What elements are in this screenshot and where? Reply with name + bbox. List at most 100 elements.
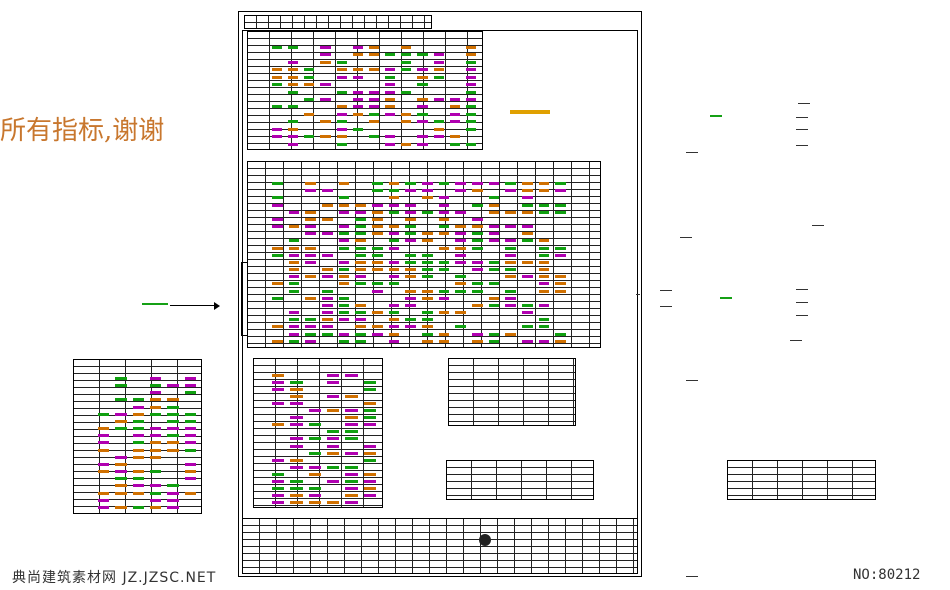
table-cell-mark — [352, 105, 363, 109]
table-5 — [446, 460, 594, 500]
table-cell-mark — [472, 339, 483, 343]
table-cell-mark — [304, 83, 315, 87]
table-cell-mark — [290, 388, 303, 392]
table-cell-mark — [150, 412, 162, 416]
table-cell-mark — [538, 275, 550, 279]
table-cell-mark — [184, 491, 196, 495]
table-cell-mark — [290, 416, 303, 420]
table-cell-mark — [438, 232, 450, 236]
table-cell-mark — [272, 374, 285, 377]
table-cell-mark — [352, 75, 363, 79]
title-block — [242, 518, 638, 574]
table-cell-mark — [417, 112, 428, 116]
right-stub — [790, 340, 802, 341]
table-cell-mark — [98, 412, 110, 416]
table-cell-mark — [388, 225, 400, 229]
table-cell-mark — [305, 325, 316, 329]
table-cell-mark — [488, 303, 500, 307]
table-cell-mark — [150, 434, 162, 438]
table-cell-mark — [422, 332, 433, 336]
table-cell-mark — [352, 127, 363, 131]
table-cell-mark — [372, 311, 383, 315]
table-cell-mark — [417, 105, 428, 109]
table-cell-mark — [322, 189, 333, 193]
table-cell-mark — [465, 105, 476, 109]
table-cell-mark — [327, 444, 340, 448]
table-cell-mark — [322, 318, 333, 322]
table-cell-mark — [401, 53, 412, 57]
table-cell-mark — [288, 142, 299, 146]
table-cell-mark — [438, 210, 450, 214]
table-cell-mark — [272, 127, 283, 131]
table-cell-mark — [422, 232, 433, 236]
table-cell-mark — [465, 120, 476, 124]
table-cell-mark — [422, 253, 433, 257]
table-cell-mark — [455, 189, 466, 193]
table-cell-mark — [522, 189, 533, 193]
table-cell-mark — [488, 339, 500, 343]
table-cell-mark — [167, 505, 179, 509]
table-cell-mark — [505, 225, 516, 229]
table-cell-mark — [355, 239, 366, 243]
table-cell-mark — [290, 479, 303, 483]
table-cell-mark — [522, 239, 533, 243]
table-cell-mark — [401, 120, 412, 124]
table-cell-mark — [355, 210, 366, 214]
table-cell-mark — [132, 398, 144, 402]
table-cell-mark — [472, 289, 483, 293]
table-cell-mark — [385, 135, 396, 139]
table-cell-mark — [363, 458, 376, 462]
table-cell-mark — [488, 268, 500, 272]
table-cell-mark — [355, 282, 366, 286]
table-cell-mark — [184, 470, 196, 474]
table-cell-mark — [422, 296, 433, 300]
table-cell-mark — [422, 289, 433, 293]
table-cell-mark — [305, 296, 316, 300]
table-cell-mark — [555, 253, 566, 257]
table-cell-mark — [455, 182, 466, 185]
table-cell-mark — [115, 477, 127, 481]
table-cell-mark — [538, 203, 550, 207]
table-cell-mark — [472, 282, 483, 286]
table-cell-mark — [320, 120, 331, 124]
table-cell-mark — [305, 332, 316, 336]
table-cell-mark — [505, 296, 516, 300]
table-cell-mark — [472, 303, 483, 307]
table-cell-mark — [488, 232, 500, 236]
table-cell-mark — [132, 477, 144, 481]
table-2-cells — [270, 180, 570, 345]
table-cell-mark — [305, 253, 316, 257]
table-cell-mark — [372, 182, 383, 185]
table-cell-mark — [345, 409, 358, 413]
bracket — [241, 262, 248, 336]
right-stub — [796, 145, 808, 146]
table-cell-mark — [288, 282, 300, 286]
table-cell-mark — [115, 470, 127, 474]
table-cell-mark — [288, 289, 300, 293]
table-cell-mark — [290, 486, 303, 490]
table-cell-mark — [290, 458, 303, 462]
table-cell-mark — [368, 98, 380, 101]
table-cell-mark — [355, 311, 366, 315]
table-left-cells — [96, 375, 200, 511]
table-cell-mark — [184, 448, 196, 452]
table-cell-mark — [422, 311, 433, 315]
table-cell-mark — [272, 500, 285, 504]
table-cell-mark — [272, 339, 283, 343]
table-cell-mark — [388, 268, 400, 272]
table-cell-mark — [288, 260, 300, 264]
table-cell-mark — [132, 405, 144, 409]
watermark-text: 所有指标,谢谢 — [0, 116, 165, 146]
table-cell-mark — [363, 388, 376, 392]
table-cell-mark — [355, 275, 366, 279]
table-cell-mark — [505, 260, 516, 264]
table-cell-mark — [555, 210, 566, 214]
table-cell-mark — [372, 282, 383, 286]
table-cell-mark — [272, 325, 283, 329]
table-cell-mark — [288, 105, 299, 109]
table-cell-mark — [449, 142, 460, 146]
table-cell-mark — [184, 412, 196, 416]
table-cell-mark — [401, 90, 412, 94]
table-cell-mark — [115, 419, 127, 423]
table-cell-mark — [538, 253, 550, 257]
